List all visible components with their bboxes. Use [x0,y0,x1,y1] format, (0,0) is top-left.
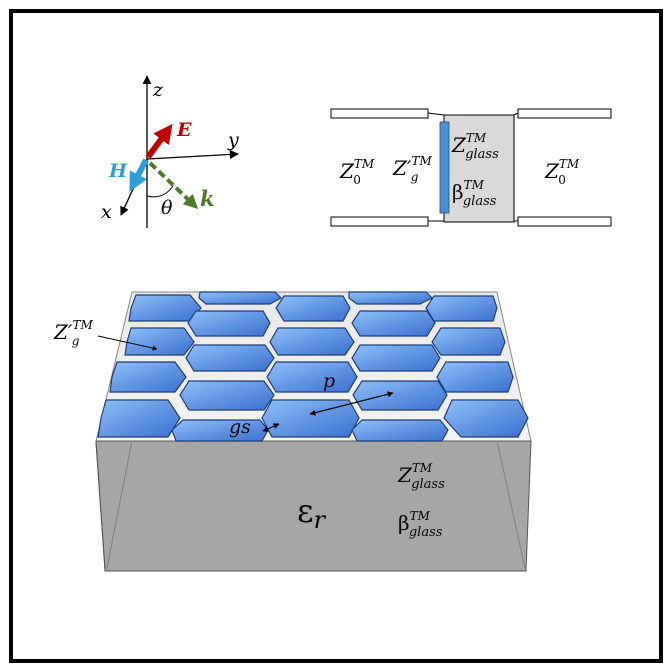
left-line-bottom [330,216,429,227]
graphene-patch [443,399,529,438]
connector-top-right [513,112,519,116]
graphene-patch [185,344,275,372]
graphene-patch [351,310,436,337]
graphene-patch [124,327,195,356]
graphene-patch [431,327,506,356]
z-axis-label: z [152,79,164,101]
left-line-top [330,108,429,119]
graphene-patch [171,419,269,442]
graphene-patch [436,361,514,393]
y-axis [146,149,239,160]
e-field-label: E [176,119,192,141]
graphene-patch [187,310,271,337]
period-label: p [323,370,335,392]
coordinate-system: z y x E H k θ [101,75,239,228]
graphene-patch [425,295,498,322]
graphene-patch [351,419,449,442]
graphene-patch-array [97,291,529,442]
graphene-patch [269,327,355,356]
y-axis-label: y [227,129,239,151]
gap-arrow [262,423,280,432]
h-field-label: H [108,160,128,182]
graphene-patch [198,291,282,305]
theta-label: θ [161,197,173,219]
gap-label: gs [229,416,251,438]
graphene-patch [179,380,275,411]
right-line-top [517,108,612,119]
k-vector-arrow [148,161,199,209]
permittivity-label: εr [297,492,327,534]
substrate-inner-right [496,440,526,569]
h-field-arrow [129,158,149,192]
graphene-patch [97,399,181,438]
graphene-sheet-bar [439,121,450,214]
x-axis-label: x [101,201,112,223]
connector-top-left [427,112,445,116]
graphene-patch [128,294,202,322]
k-vector-label: k [200,186,215,211]
graphene-patch [275,295,351,322]
zg-pointer-line [97,335,158,351]
theta-arc [146,185,174,198]
e-field-arrow [145,123,173,159]
graphene-patch [266,361,358,393]
substrate-inner-left [106,440,133,569]
substrate-edge-left [95,442,106,570]
right-line-bottom [517,216,612,227]
graphene-patch [109,361,187,393]
graphene-patch [351,344,441,372]
graphene-patch [348,291,434,305]
period-arrow [309,391,394,416]
graphene-patch [352,380,448,411]
